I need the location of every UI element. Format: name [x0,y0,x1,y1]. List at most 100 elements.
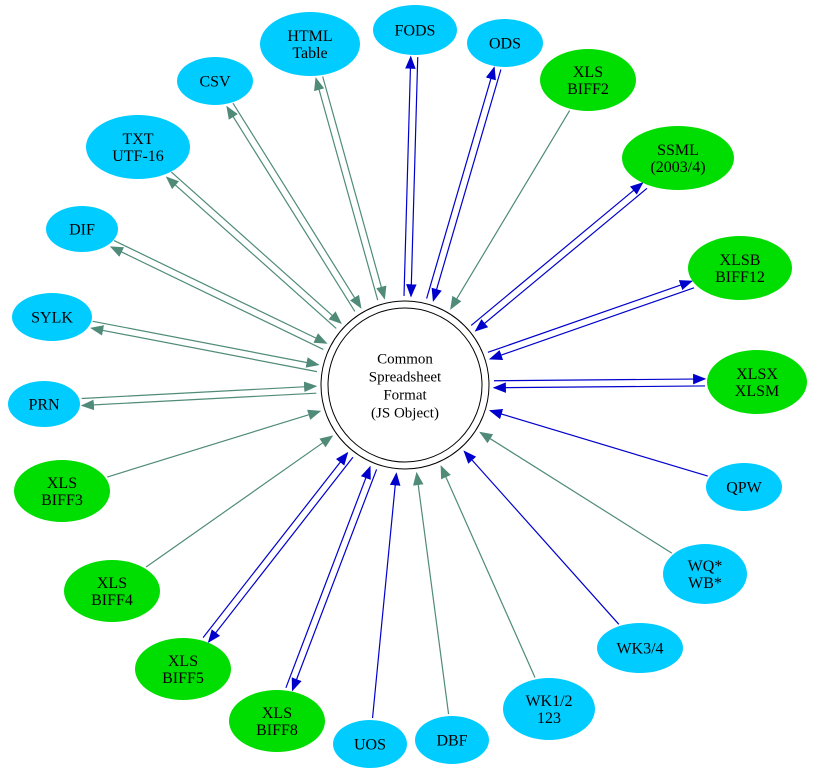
nodes-layer: HTMLTableFODSODSXLSBIFF2SSML(2003/4)XLSB… [8,5,807,768]
node-wk1-2-123-label: WK1/2 [525,693,572,710]
node-wq-wb-label: WB* [688,575,722,592]
center-node-label: Spreadsheet [369,370,442,386]
edge-xlsb-biff12-write [487,280,693,353]
node-xls-biff2-label: BIFF2 [567,81,609,98]
edge-ods-read [431,69,502,302]
edge-csv-write [226,105,356,312]
node-prn-shape [8,381,80,427]
node-xlsx-xlsm-label: XLSX [736,366,778,383]
edge-xls-biff2-read [450,110,571,310]
node-txt-utf16-label: TXT [122,131,153,148]
node-sylk-label: SYLK [31,310,73,327]
node-wk1-2-123-label: 123 [537,710,561,727]
edge-fods-write [403,55,416,296]
edge-qpw-read [488,409,708,477]
node-xlsb-biff12-label: XLSB [720,252,761,269]
node-csv-shape [177,57,253,105]
node-txt-utf16-label: UTF-16 [112,148,164,165]
node-csv-label: CSV [199,74,231,91]
edge-xlsx-xlsm-read [492,382,706,393]
node-fods: FODS [373,5,457,55]
node-dif-shape [46,206,118,252]
edge-ods-write [426,66,496,299]
edge-ssml-2003-4-write [470,182,644,326]
edge-xls-biff4-read [145,435,334,568]
center-node-inner-circle [327,307,483,463]
edge-html-table-write [314,77,379,301]
node-dbf: DBF [415,716,489,764]
node-xls-biff4-label: BIFF4 [91,592,133,609]
node-fods-shape [373,5,457,55]
node-fods-label: FODS [395,23,436,40]
node-xls-biff2-shape [540,49,636,111]
node-ssml-2003-4-label: (2003/4) [650,159,705,176]
edge-csv-read [232,102,362,309]
node-sylk-shape [12,293,92,341]
node-xls-biff5-shape [135,638,231,700]
center-node-label: Common [377,352,433,368]
center-node-label: (JS Object) [371,406,439,422]
node-prn: PRN [8,381,80,427]
edge-txt-utf16-write [165,176,337,329]
edge-wq-wb-read [479,431,673,554]
node-xls-biff3-shape [14,460,110,522]
edge-dif-read [113,240,328,344]
node-wk3-4-shape [597,623,683,673]
node-html-table-label: HTML [287,28,332,45]
node-xls-biff5-label: BIFF5 [162,670,204,687]
node-xls-biff5-label: XLS [168,653,198,670]
node-qpw-shape [706,463,782,511]
node-xls-biff8-label: BIFF8 [256,722,298,739]
node-dif-label: DIF [69,222,95,239]
edge-xlsx-xlsm-write [493,373,707,385]
node-qpw-label: QPW [726,480,762,497]
edge-fods-read [406,57,419,298]
edge-ssml-2003-4-read [474,187,648,332]
node-uos-label: UOS [354,737,386,754]
edges-layer [80,55,708,719]
center-node-outer-circle [320,300,490,470]
node-prn-label: PRN [28,397,60,414]
edge-uos-read [371,472,401,719]
node-wk3-4-label: WK3/4 [616,641,663,658]
node-ods-label: ODS [489,36,521,53]
node-sylk: SYLK [12,293,92,341]
edge-xls-biff3-read [107,409,322,478]
node-xls-biff8-label: XLS [262,705,292,722]
node-ssml-2003-4-shape [622,126,734,190]
edge-prn-read [81,381,318,400]
edge-sylk-read [92,320,320,368]
node-dbf-shape [415,716,489,764]
node-wq-wb-label: WQ* [688,558,723,575]
node-xls-biff3-label: XLS [47,475,77,492]
node-xls-biff4-shape [64,560,160,622]
node-xls-biff4-label: XLS [97,575,127,592]
node-xls-biff3-label: BIFF3 [41,492,83,509]
node-dif: DIF [46,206,118,252]
edge-xls-biff5-read [202,451,349,638]
edge-prn-write [80,392,317,411]
node-xlsx-xlsm-label: XLSM [735,383,779,400]
node-ods: ODS [467,19,543,67]
edge-wk3-4-read [463,450,620,625]
edge-dif-write [109,246,324,350]
node-wq-wb-shape [663,544,747,604]
node-html-table-shape [260,12,360,76]
edge-html-table-read [322,76,387,300]
node-xls-biff2-label: XLS [573,64,603,81]
node-xlsb-biff12-label: BIFF12 [715,269,765,286]
node-xlsb-biff12-shape [688,236,792,300]
node-uos-shape [333,720,407,768]
node-html-table-label: Table [292,45,327,62]
